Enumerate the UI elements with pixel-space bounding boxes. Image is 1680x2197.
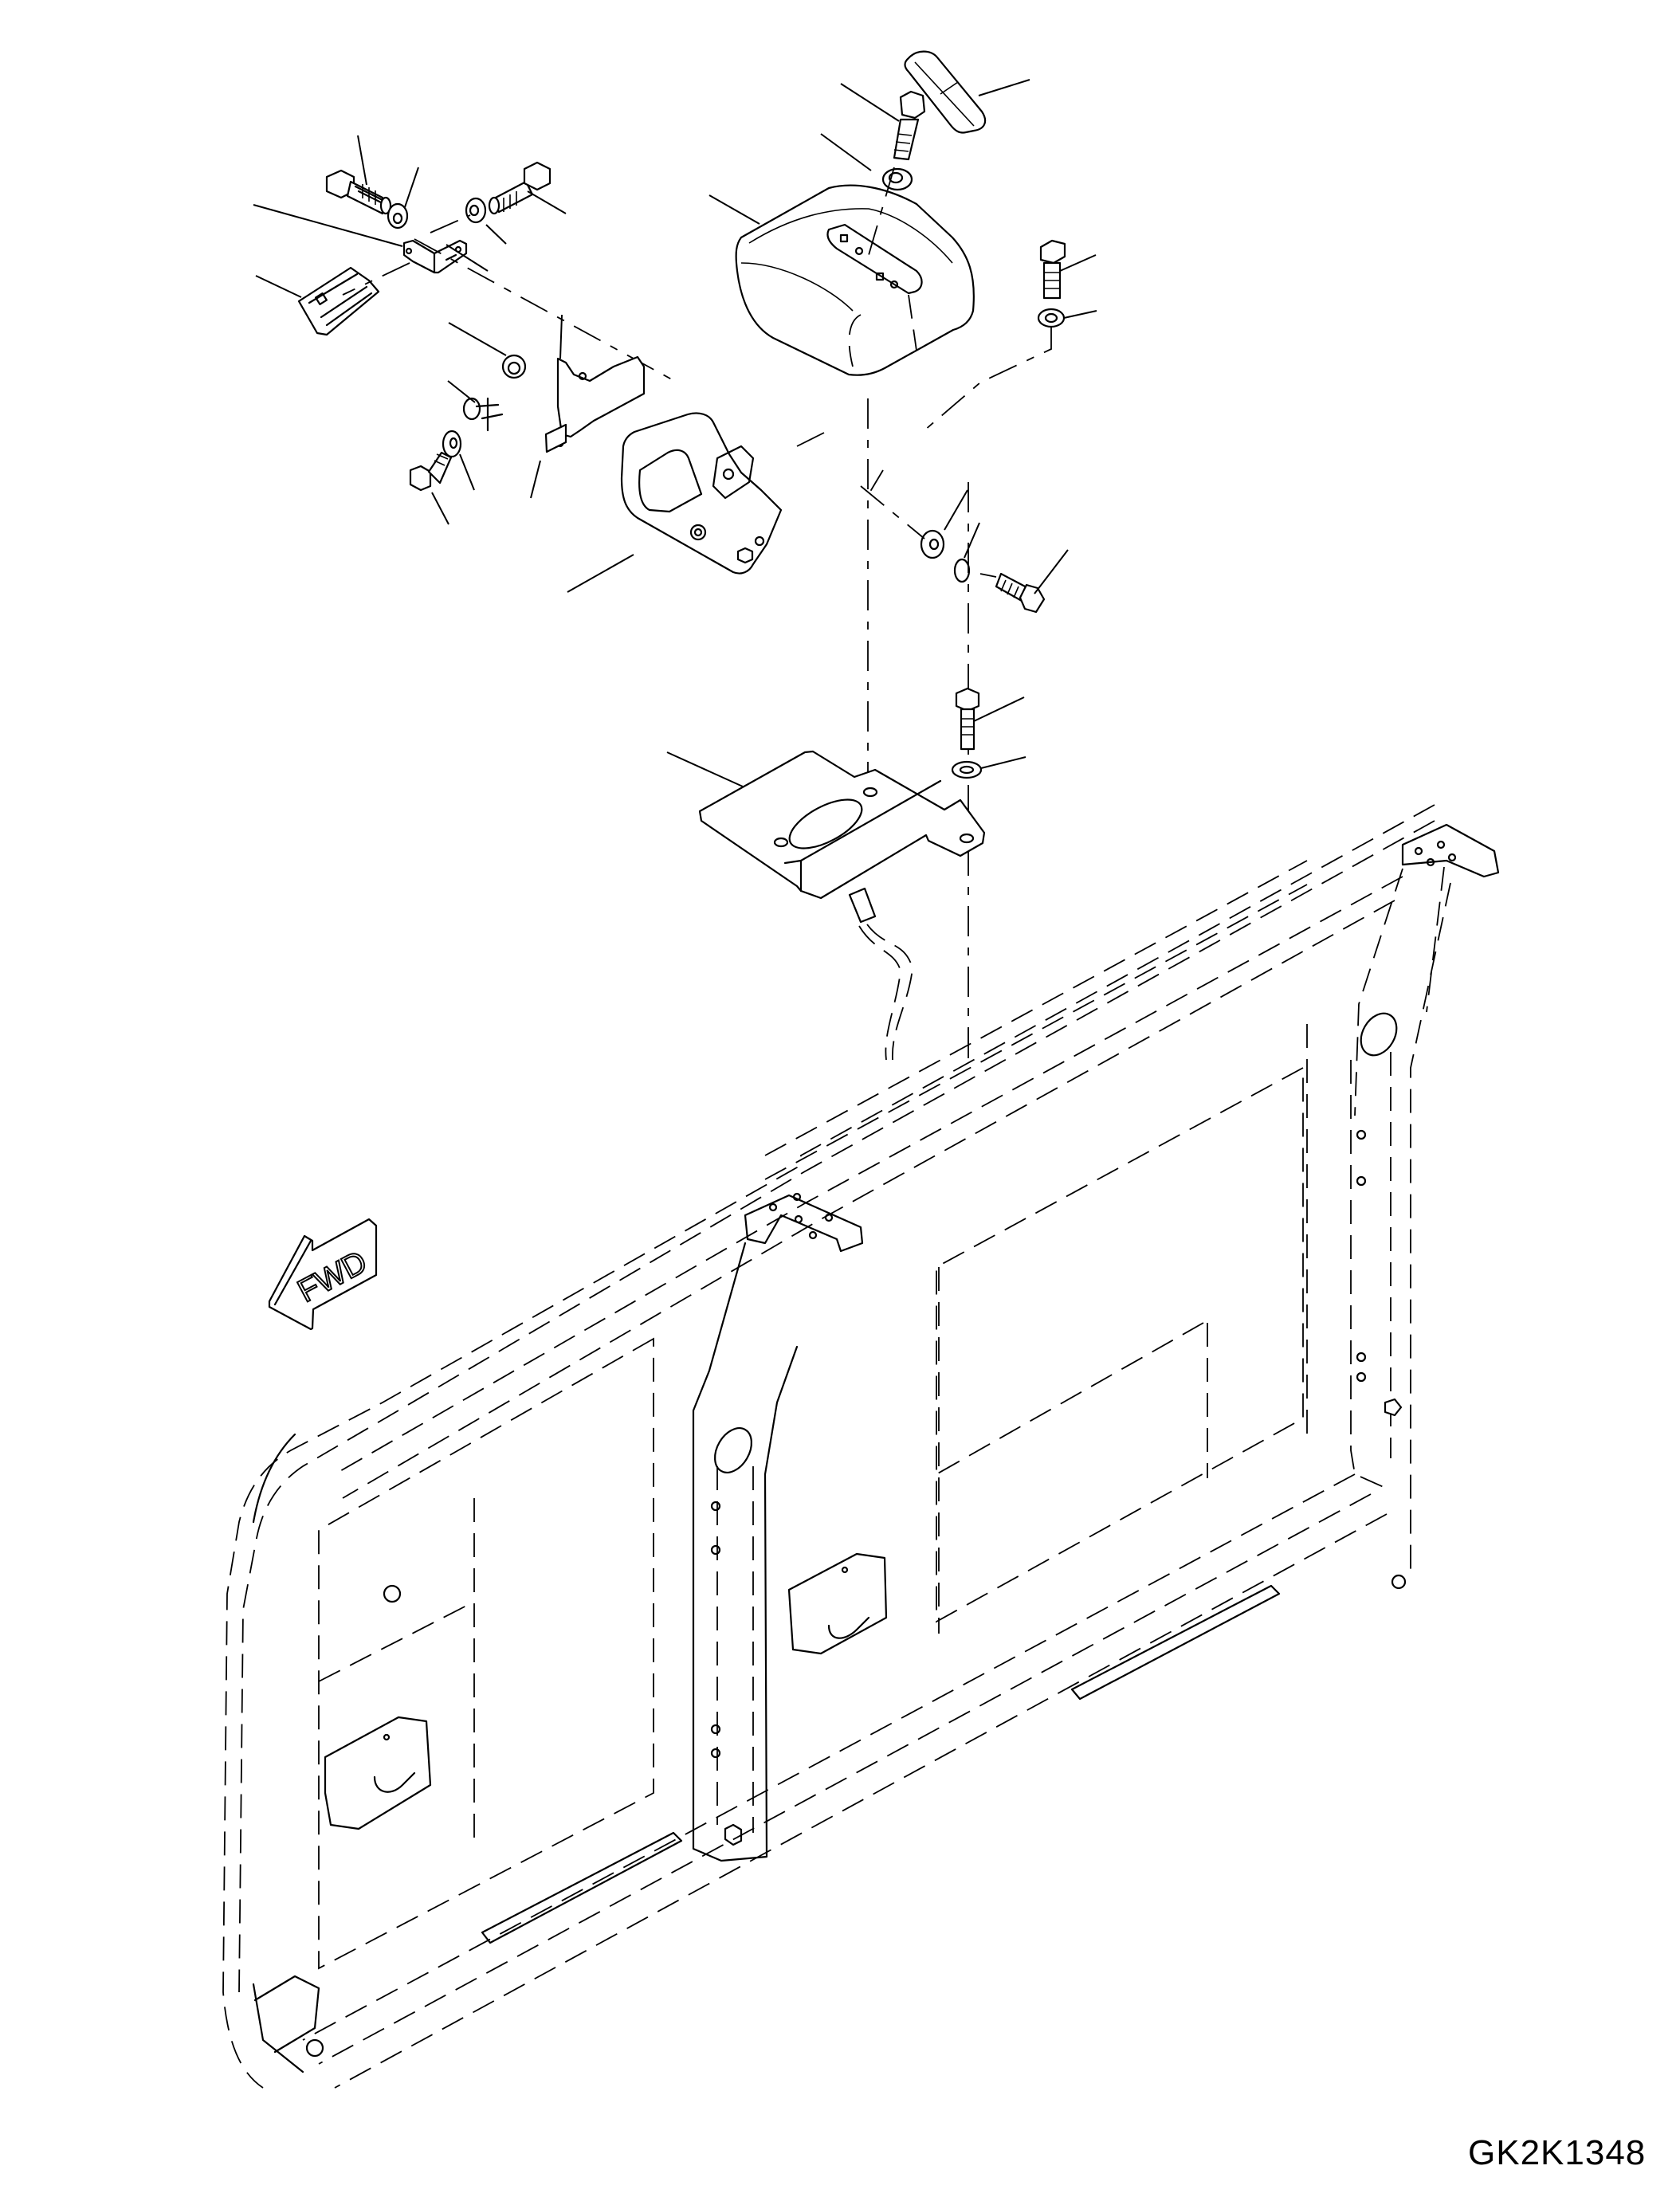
washer-icon <box>387 202 409 230</box>
bolt-icon <box>955 687 980 751</box>
washer-icon <box>1037 308 1066 328</box>
bolt-icon <box>893 90 926 161</box>
knob-icon <box>383 1584 402 1603</box>
rubber-mount-icon <box>920 529 945 559</box>
lamp-bracket-icon <box>620 412 783 575</box>
switch-assembly <box>253 135 678 383</box>
connector-icon <box>848 887 877 924</box>
latch-icon <box>324 1716 432 1830</box>
forward-arrow-icon: FWD <box>268 1218 378 1331</box>
lamp-bracket-assembly <box>409 314 1069 614</box>
bolt-icon <box>1039 239 1066 300</box>
mount-bracket-assembly <box>666 398 1026 1061</box>
switch-bracket <box>402 239 468 274</box>
knob-icon <box>1391 1574 1407 1590</box>
washer-icon <box>465 197 487 224</box>
grommet-icon <box>501 354 527 379</box>
washer-icon <box>953 558 971 583</box>
mount-bracket-icon <box>698 750 986 900</box>
lamp-assembly <box>709 50 1097 431</box>
lamp-lens-icon <box>904 50 987 134</box>
bolt-icon <box>488 161 551 215</box>
lamp-cover-icon <box>735 184 975 376</box>
washer-icon <box>951 760 983 779</box>
bolt-icon <box>995 572 1046 614</box>
clip-icon <box>462 397 504 432</box>
plate-icon <box>556 355 646 438</box>
bolt-icon <box>325 169 392 215</box>
knob-icon <box>305 2038 324 2058</box>
drawing-number: GK2K1348 <box>1468 2133 1647 2172</box>
cab-frame <box>222 804 1500 2089</box>
switch-icon <box>297 266 380 336</box>
latch-icon <box>787 1552 888 1655</box>
pad-icon <box>544 423 567 453</box>
bolt-icon <box>409 451 453 492</box>
washer-icon <box>881 167 913 191</box>
washer-icon <box>442 430 462 458</box>
